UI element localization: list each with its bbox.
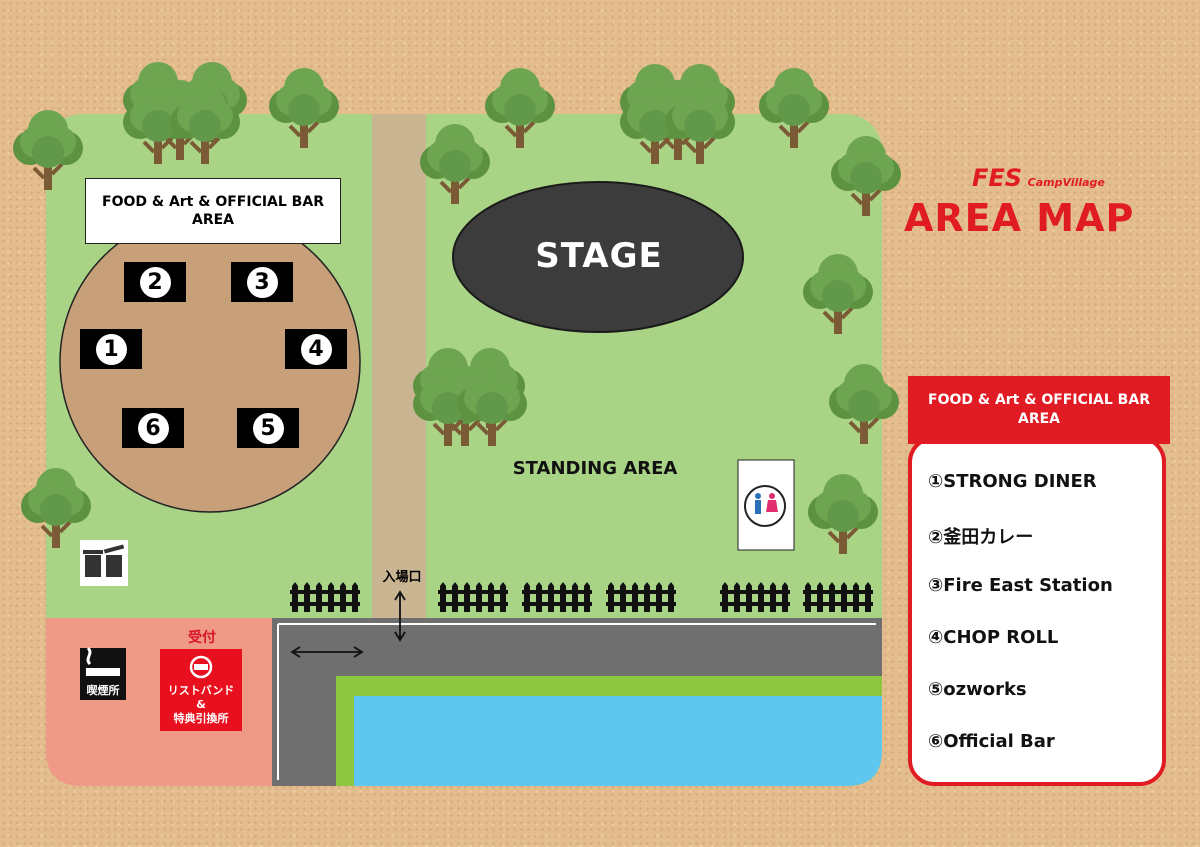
booth-5[interactable]: 5 [237,408,299,448]
booth-2[interactable]: 2 [124,262,186,302]
legend-item[interactable]: ⑤ozworks [928,679,1027,700]
logo-sub: CampVillage [1027,176,1105,189]
legend-panel [908,436,1166,786]
no-sign-icon [160,649,242,731]
booth-number: 5 [252,412,284,444]
restroom-icon [737,459,795,551]
stage[interactable] [452,181,744,333]
entrance-label: 入場口 [382,570,422,585]
food-area-sign-line1: FOOD & Art & OFFICIAL BAR [102,194,324,210]
pond [354,696,882,786]
legend-item[interactable]: ⑥Official Bar [928,731,1055,752]
booth-number: 2 [139,266,171,298]
legend-item[interactable]: ②釜田カレー [928,527,1034,548]
double-arrow-icon [394,590,406,642]
legend-header-line2: AREA [1017,411,1060,427]
legend-item[interactable]: ①STRONG DINER [928,471,1097,492]
reception-label: 受付 [188,630,216,646]
smoking-area-label: 喫煙所 [86,684,120,697]
food-area-sign-line2: AREA [191,212,234,228]
standing-area-label: STANDING AREA [512,458,678,479]
double-arrow-icon [290,646,364,658]
booth-3[interactable]: 3 [231,262,293,302]
booth-6[interactable]: 6 [122,408,184,448]
wristband-exchange-label: リストバンド & 特典引換所 [160,684,242,726]
booth-number: 6 [137,412,169,444]
trash-can-icon [80,540,128,586]
wristband-line2: & [196,698,206,711]
booth-number: 1 [95,333,127,365]
food-area-sign: FOOD & Art & OFFICIAL BAR AREA [85,178,341,244]
smoking-icon [80,646,126,700]
wristband-line1: リストバンド [167,684,235,697]
fes-logo: FES CampVillage [972,164,1105,192]
booth-1[interactable]: 1 [80,329,142,369]
booth-number: 4 [300,333,332,365]
road [272,618,882,786]
legend-item[interactable]: ④CHOP ROLL [928,627,1059,648]
legend-header: FOOD & Art & OFFICIAL BAR AREA [908,376,1170,444]
wristband-line3: 特典引換所 [173,712,229,725]
booth-4[interactable]: 4 [285,329,347,369]
page-title: AREA MAP [904,196,1135,240]
stage-label: STAGE [535,236,663,276]
booth-number: 3 [246,266,278,298]
legend-item[interactable]: ③Fire East Station [928,575,1113,596]
logo-main: FES [972,164,1023,192]
legend-header-line1: FOOD & Art & OFFICIAL BAR [928,392,1150,408]
dirt-path [372,114,426,618]
